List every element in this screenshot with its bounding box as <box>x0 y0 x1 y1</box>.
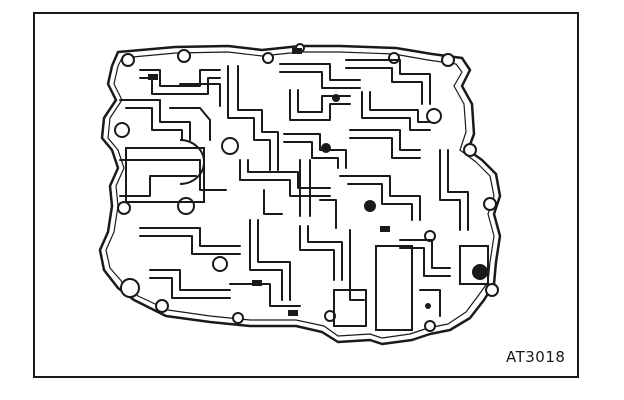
plate-cutouts <box>125 139 489 331</box>
orifices <box>148 48 488 316</box>
bolt-holes <box>114 43 499 332</box>
plate-outline <box>98 44 502 346</box>
fluid-passages <box>119 59 469 317</box>
figure-code-label: AT3018 <box>506 348 566 366</box>
